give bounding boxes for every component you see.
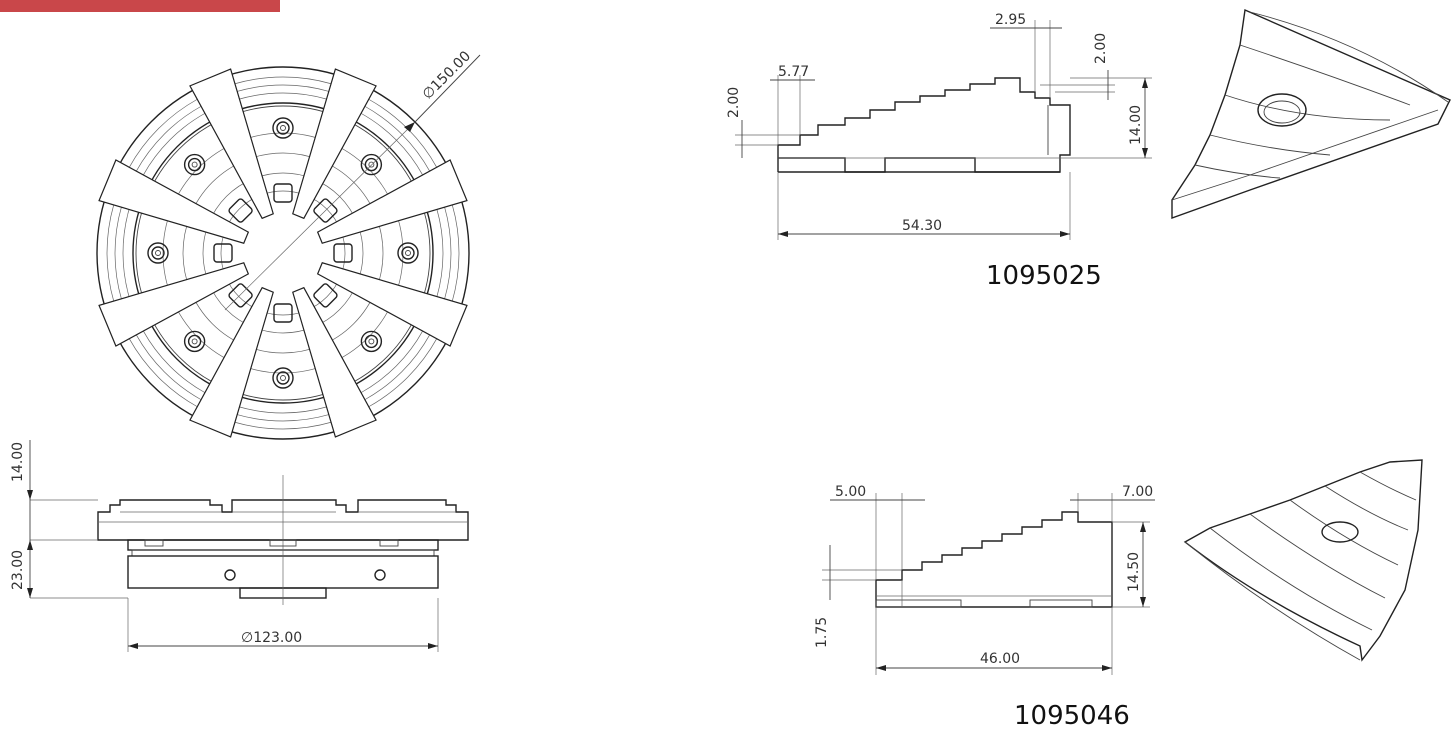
jaw-step-arc (436, 208, 444, 298)
jaw-step-arc (106, 204, 115, 302)
jaw-slot (98, 159, 250, 244)
bolt-hole (272, 367, 294, 389)
jaw-step-arc (135, 105, 202, 172)
jaw-step-arc (135, 334, 202, 401)
jaw-step-arc (236, 414, 330, 422)
jaw1-step-label: 5.77 (778, 64, 809, 80)
bolt-hole (405, 250, 411, 256)
jaw-step-arc (142, 112, 206, 176)
jaw-block (228, 198, 253, 223)
jaw-block (273, 183, 293, 203)
bolt-hole (187, 157, 202, 172)
bolt-hole (368, 161, 375, 168)
bolt-hole (151, 246, 165, 260)
jaw-step-arc (122, 208, 130, 298)
jaw1-top-width-label: 2.95 (995, 12, 1026, 28)
bolt-hole (364, 157, 379, 172)
jaw1-length-label: 54.30 (902, 218, 942, 234)
chuck-top-view: ∅150.00 (96, 48, 481, 440)
jaw-slot (292, 68, 377, 220)
jaw-step-arc (444, 206, 452, 300)
jaw-step-arc (238, 92, 328, 100)
jaw-1095046-isometric (1183, 459, 1423, 662)
jaw-step-arc (142, 330, 206, 394)
bolt-hole (191, 338, 198, 345)
jaw-slot (292, 286, 377, 438)
bolt-hole (364, 334, 379, 349)
jaw-block (333, 243, 353, 263)
jaw-1095025-profile: 5.77 2.00 2.95 2.00 14.00 54.30 (726, 12, 1152, 240)
jaw-step-arc (234, 421, 332, 430)
bolt-hole (360, 153, 383, 176)
jaw-step-arc (364, 105, 431, 172)
jaw2-step-label: 5.00 (835, 484, 866, 500)
bolt-hole (360, 330, 383, 353)
jaw-step-arc (368, 338, 438, 408)
jaw-slot (189, 68, 274, 220)
bolt-hole (147, 242, 169, 264)
bolt-hole (280, 375, 286, 381)
jaw-step-arc (238, 406, 328, 414)
bolt-hole (155, 250, 161, 256)
part-number-1095025: 1095025 (986, 261, 1102, 291)
jaw1-total-height-label: 14.00 (1128, 105, 1144, 145)
jaw-block (313, 283, 338, 308)
height-14-label: 14.00 (10, 442, 26, 482)
jaw-step-arc (360, 330, 424, 394)
bolt-hole (280, 125, 286, 131)
jaw-1095025-isometric (1171, 8, 1451, 219)
jaw-slot (98, 262, 250, 347)
diameter-123-label: ∅123.00 (241, 630, 302, 646)
jaw2-length-label: 46.00 (980, 651, 1020, 667)
jaw-slot (316, 159, 468, 244)
jaw1-step-height-label: 2.00 (726, 87, 742, 118)
jaw-step-arc (364, 334, 431, 401)
header-accent-tab (0, 0, 280, 12)
bolt-hole (276, 371, 290, 385)
jaw-1095046-profile: 5.00 7.00 1.75 14.50 46.00 (814, 484, 1155, 675)
jaw-step-arc (128, 338, 198, 408)
jaw2-step-height-label: 1.75 (814, 617, 830, 648)
jaw-step-arc (114, 206, 122, 300)
bolt-hole (191, 161, 198, 168)
jaw-block (213, 243, 233, 263)
bolt-hole (183, 153, 206, 176)
bolt-hole (276, 121, 290, 135)
jaw2-top-label: 7.00 (1122, 484, 1153, 500)
jaw1-top-height-label: 2.00 (1093, 33, 1109, 64)
jaw-slot (316, 262, 468, 347)
bolt-hole (272, 117, 294, 139)
part-number-1095046: 1095046 (1014, 701, 1130, 731)
bolt-hole (187, 334, 202, 349)
jaw-block (273, 303, 293, 323)
jaw-block (228, 283, 253, 308)
jaw-step-arc (360, 112, 424, 176)
jaw-slot (189, 286, 274, 438)
jaw-step-arc (234, 76, 332, 85)
bolt-hole (368, 338, 375, 345)
bolt-hole (183, 330, 206, 353)
diameter-150-label: ∅150.00 (420, 48, 475, 103)
chuck-side-view: 14.00 23.00 ∅123.00 (10, 440, 469, 652)
jaw-step-arc (451, 204, 460, 302)
bolt-hole (397, 242, 419, 264)
jaw-step-arc (236, 84, 330, 92)
jaw2-total-height-label: 14.50 (1126, 552, 1142, 592)
height-23-label: 23.00 (10, 550, 26, 590)
bolt-hole (401, 246, 415, 260)
jaw-step-arc (128, 98, 198, 168)
